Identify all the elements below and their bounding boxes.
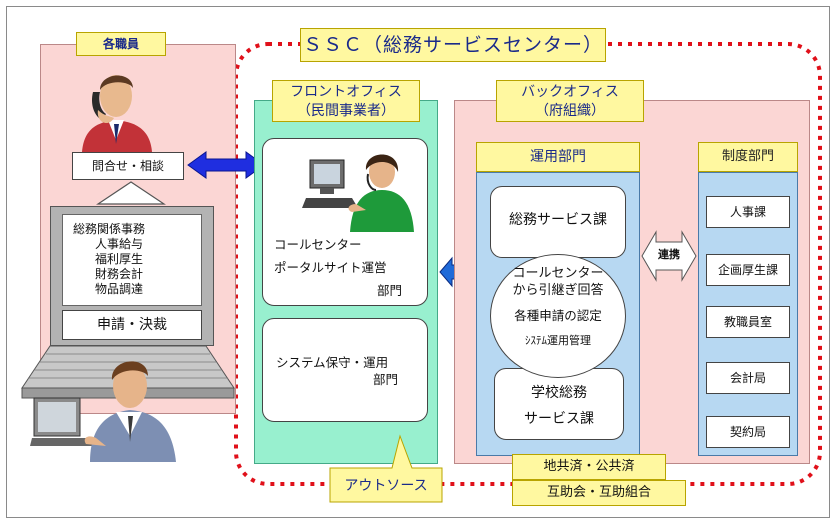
monitor-line-5: 物品調達 [95,282,144,296]
circle-line-1: コールセンター [512,266,604,281]
cooperation-label: 連携 [650,246,688,264]
mutual-aid-text-2: 互助会・互助組合 [546,485,651,500]
operations-title: 運用部門 [476,142,640,172]
system-text: システム保守・運用 部門 [272,354,422,388]
phone-person-illustration [82,75,152,152]
call-center-line-3: 部門 [376,283,402,298]
outer-frame [6,6,830,518]
monitor-line-2: 人事給与 [95,237,144,251]
back-office-title-line2: （府組織） [535,103,605,119]
outsource-label: アウトソース [330,470,442,502]
mutual-aid-box-1: 地共済・公共済 [512,454,666,480]
operations-title-text: 運用部門 [530,149,586,165]
back-office-title: バックオフィス （府組織） [496,80,644,122]
outsource-bubble [329,434,443,503]
typing-person-illustration [30,361,176,462]
policy-item-accounting: 会計局 [706,362,790,394]
monitor-line-3: 福利厚生 [95,252,144,266]
ssc-title-text: ＳＳＣ（総務サービスセンター） [302,34,603,56]
ssc-title: ＳＳＣ（総務サービスセンター） [300,28,606,62]
cooperation-text: 連携 [658,248,680,261]
circle-line-2: から引継ぎ回答 [512,283,604,298]
system-box [262,318,428,422]
monitor-line-1: 総務関係事務 [73,222,146,236]
policy-item-accounting-text: 会計局 [729,371,766,385]
policy-item-contracts: 契約局 [706,416,790,448]
monitor-line-4: 財務会計 [95,267,144,281]
cooperation-arrow [641,230,697,282]
hierarchy-triangle [96,181,166,205]
policy-item-teachers-text: 教職員室 [723,315,772,329]
staff-label: 各職員 [76,32,166,56]
mutual-aid-text-1: 地共済・公共済 [543,459,635,474]
application-box: 申請・決裁 [62,310,202,340]
general-affairs-text: 総務サービス課 [509,212,607,228]
system-line-1: システム保守・運用 [276,355,389,370]
call-center-line-2: ポータルサイト運営 [274,260,387,275]
school-affairs-line-1: 学校総務 [531,385,587,401]
monitor-panel: 総務関係事務 人事給与 福利厚生 財務会計 物品調達 [62,214,202,306]
policy-title: 制度部門 [698,142,798,172]
operations-circle: コールセンター から引継ぎ回答 各種申請の認定 ｼｽﾃﾑ運用管理 [490,254,626,378]
policy-item-welfare-text: 企画厚生課 [717,263,778,277]
general-affairs-box: 総務サービス課 [490,186,626,258]
circle-line-3: 各種申請の認定 [514,308,602,323]
front-office-title-line1: フロントオフィス [290,84,402,100]
staff-label-text: 各職員 [102,37,139,51]
policy-title-text: 制度部門 [721,149,774,164]
school-affairs-box: 学校総務 サービス課 [494,368,624,440]
operator-illustration [302,154,414,232]
system-line-2: 部門 [372,372,398,387]
back-office-title-line1: バックオフィス [521,84,619,100]
policy-item-teachers: 教職員室 [706,306,790,338]
inquiry-box: 問合せ・相談 [72,152,184,180]
school-affairs-line-2: サービス課 [524,411,594,427]
call-center-text: コールセンター ポータルサイト運営 部門 [270,236,420,299]
call-center-line-1: コールセンター [274,237,362,252]
front-office-title: フロントオフィス （民間事業者） [272,80,420,122]
outsource-text: アウトソース [344,478,428,494]
policy-item-hr: 人事課 [706,196,790,228]
inquiry-text: 問合せ・相談 [91,159,164,173]
application-text: 申請・決裁 [97,317,167,333]
front-office-title-line2: （民間事業者） [297,103,395,119]
policy-item-welfare: 企画厚生課 [706,254,790,286]
circle-line-4: ｼｽﾃﾑ運用管理 [525,334,591,347]
policy-item-hr-text: 人事課 [729,205,766,219]
policy-item-contracts-text: 契約局 [729,425,766,439]
mutual-aid-box-2: 互助会・互助組合 [512,480,686,506]
